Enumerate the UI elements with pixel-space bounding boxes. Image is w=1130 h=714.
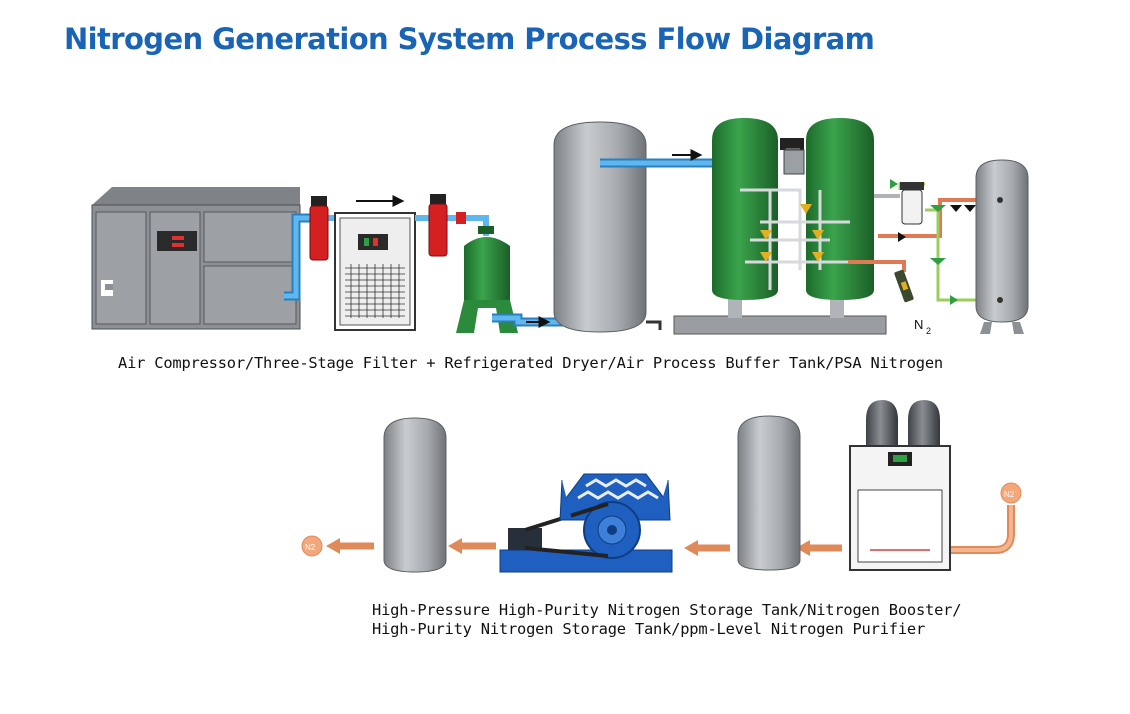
small-green-tank — [456, 226, 518, 333]
n2-subscript: 2 — [926, 326, 931, 336]
n2-inlet-marker: N2 — [1000, 482, 1022, 504]
top-row-caption: Air Compressor/Three-Stage Filter + Refr… — [118, 354, 944, 372]
high-pressure-storage-tank — [383, 417, 447, 573]
svg-text:N2: N2 — [1004, 490, 1015, 499]
high-purity-storage-tank — [737, 415, 801, 571]
nitrogen-purifier — [849, 400, 951, 571]
bottom-row-caption: High-Pressure High-Purity Nitrogen Stora… — [372, 601, 961, 639]
output-filter — [900, 182, 924, 225]
air-compressor — [91, 187, 301, 330]
nitrogen-storage-tank-top — [975, 159, 1029, 334]
filter-1 — [309, 196, 329, 261]
svg-text:N2: N2 — [305, 543, 316, 552]
n2-label: N — [914, 317, 923, 332]
filter-2 — [428, 194, 448, 257]
bottom-caption-line-2: High-Purity Nitrogen Storage Tank/ppm-Le… — [372, 620, 926, 638]
n2-outlet-marker: N2 — [301, 535, 323, 557]
page-title: Nitrogen Generation System Process Flow … — [64, 22, 875, 56]
air-buffer-tank — [553, 121, 647, 333]
bottom-caption-line-1: High-Pressure High-Purity Nitrogen Stora… — [372, 601, 962, 619]
refrigerated-dryer — [334, 212, 416, 331]
psa-nitrogen-generator — [673, 118, 887, 335]
nitrogen-booster — [499, 473, 673, 573]
n2-outlet-valve: N 2 — [894, 269, 931, 336]
